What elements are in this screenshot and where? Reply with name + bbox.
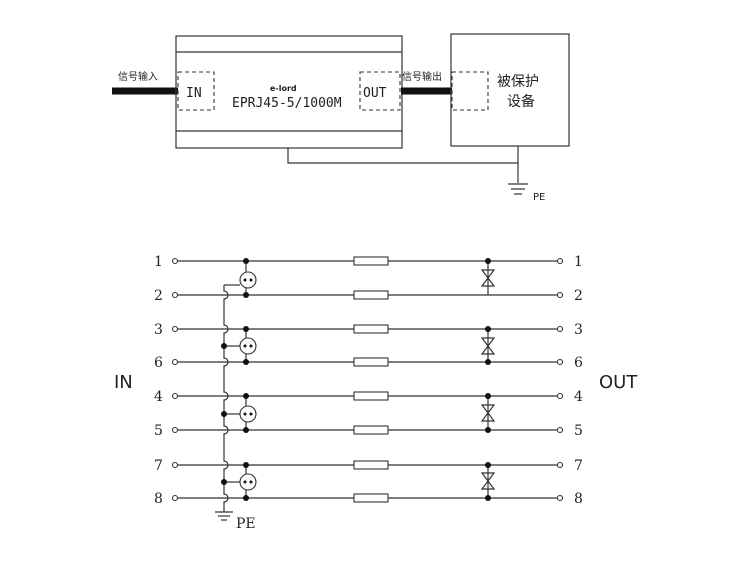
- line-8-left-label: 8: [154, 491, 163, 507]
- series-resistors: [353, 256, 389, 503]
- output-signal-label: 信号输出: [402, 70, 442, 83]
- brand-label: e-lord: [270, 84, 297, 93]
- schematic-in-label: IN: [114, 372, 133, 393]
- line-2-right-label: 2: [574, 288, 583, 304]
- out-port-label: OUT: [363, 86, 387, 101]
- top-ground-label: PE: [533, 192, 545, 203]
- model-label: EPRJ45-5/1000M: [232, 96, 342, 111]
- line-1-left-label: 1: [154, 254, 163, 270]
- out-port-box: [359, 71, 401, 111]
- ground-symbol: [215, 511, 233, 521]
- line-3-left-label: 3: [154, 322, 163, 338]
- top-block-diagram: 信号输入 IN OUT e-lord EPRJ45-5/1000M 信号输出 被…: [112, 33, 570, 203]
- ground-label: PE: [236, 516, 256, 532]
- top-ground-symbol: [508, 183, 528, 195]
- line-3-right-label: 3: [574, 322, 583, 338]
- in-port-box: [177, 71, 215, 111]
- line-5-right-label: 5: [574, 423, 583, 439]
- gas-discharge-tubes: [224, 258, 257, 501]
- line-2-left-label: 2: [154, 288, 163, 304]
- line-4-right-label: 4: [574, 389, 583, 405]
- line-8-right-label: 8: [574, 491, 583, 507]
- line-4-left-label: 4: [154, 389, 163, 405]
- device-label-line2: 设备: [507, 93, 535, 110]
- schematic-out-label: OUT: [599, 372, 638, 393]
- line-7-right-label: 7: [574, 458, 583, 474]
- line-6-left-label: 6: [154, 355, 163, 371]
- protected-device-box: [450, 33, 570, 147]
- spd-ground-wire: [287, 148, 518, 164]
- in-port-label: IN: [186, 86, 202, 101]
- schematic: IN OUT 1 2 3 6 4 5 7 8 1 2 3 6 4 5 7 8: [114, 254, 638, 532]
- line-5-left-label: 5: [154, 423, 163, 439]
- line-7-left-label: 7: [154, 458, 163, 474]
- line-6-right-label: 6: [574, 355, 583, 371]
- input-signal-label: 信号输入: [118, 70, 158, 83]
- terminals: [171, 257, 564, 502]
- ground-bus: [221, 285, 229, 512]
- line-1-right-label: 1: [574, 254, 583, 270]
- device-port-box: [451, 71, 489, 111]
- tvs-diodes: [480, 258, 496, 501]
- device-label-line1: 被保护: [497, 74, 539, 90]
